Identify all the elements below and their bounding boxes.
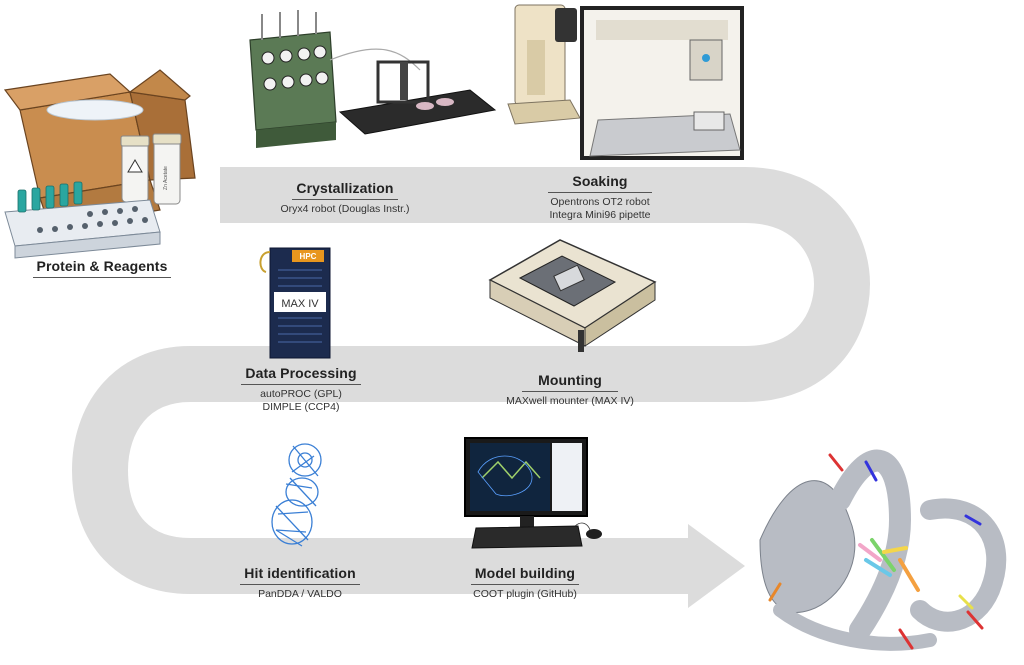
label-title: Model building [470,565,580,585]
mounter-icon [488,239,657,352]
label-line: MAXwell mounter (MAX IV) [506,395,634,407]
hpc-badge: HPC [300,252,317,261]
liquid-handler-icon [507,4,744,160]
label-title: Soaking [548,173,652,193]
label-protein-reagents: Protein & Reagents [22,258,182,278]
label-model-building: Model building COOT plugin (GitHub) [455,565,595,601]
hpc-brand: MAX IV [281,298,319,310]
label-title: Hit identification [240,565,360,585]
label-line: DIMPLE (CCP4) [262,401,340,413]
hpc-server-icon: HPC MAX IV [259,247,331,359]
label-mounting: Mounting MAXwell mounter (MAX IV) [500,372,640,408]
mouse-icon [574,522,602,539]
keyboard-icon [471,525,583,549]
crystallization-robot-icon [249,10,497,148]
label-hit-identification: Hit identification PanDDA / VALDO [230,565,370,601]
label-title: Crystallization [292,180,398,200]
reagent-tube-icon: Zn Acetate [120,133,182,205]
label-soaking: Soaking Opentrons OT2 robot Integra Mini… [520,173,680,222]
vial-rack-icon [4,181,161,259]
density-mesh-icon [271,443,322,547]
label-line: Opentrons OT2 robot [550,196,650,208]
label-data-processing: Data Processing autoPROC (GPL) DIMPLE (C… [226,365,376,414]
label-line: COOT plugin (GitHub) [473,588,577,600]
tube-label: Zn Acetate [163,166,169,190]
label-title: Data Processing [241,365,361,385]
label-line: PanDDA / VALDO [258,588,342,600]
label-title: Mounting [522,372,618,392]
label-line: autoPROC (GPL) [260,388,342,400]
label-line: Integra Mini96 pipette [549,209,651,221]
workflow-path [72,167,870,608]
monitor-icon [464,437,588,533]
label-line: Oryx4 robot (Douglas Instr.) [280,203,410,215]
label-title: Protein & Reagents [32,258,172,278]
label-crystallization: Crystallization Oryx4 robot (Douglas Ins… [270,180,420,216]
protein-structure-icon [759,449,1007,651]
path-arrowhead [688,524,745,608]
